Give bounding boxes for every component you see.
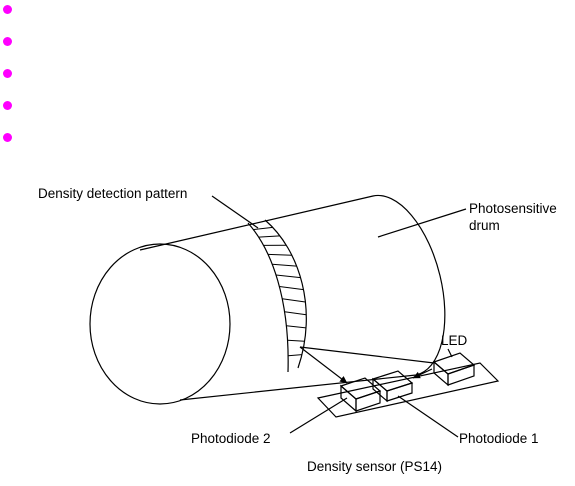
led-label: LED xyxy=(441,333,468,348)
sensor-caption: Density sensor (PS14) xyxy=(307,459,442,474)
led-leader xyxy=(447,348,453,358)
pattern-stripe xyxy=(275,274,301,279)
reflection-arrow xyxy=(299,346,348,384)
pattern-leader xyxy=(211,195,259,229)
drum-label-line2: drum xyxy=(469,218,500,233)
bullet-dot xyxy=(3,37,12,46)
photodiode-2-box xyxy=(339,377,382,413)
pattern-left-edge xyxy=(247,222,289,373)
photodiode-1-label: Photodiode 1 xyxy=(459,431,539,446)
pattern-stripe xyxy=(272,263,297,267)
pattern-stripe xyxy=(258,235,280,238)
pattern-stripe xyxy=(267,253,292,256)
pattern-stripe xyxy=(284,311,307,316)
photodiode-1-leader xyxy=(397,395,459,438)
light-paths xyxy=(299,346,435,384)
photodiode-2-leader xyxy=(289,397,348,434)
bullet-dot xyxy=(3,5,12,14)
led-to-photodiode-1-arrow xyxy=(412,368,433,379)
drum-label-line1: Photosensitive xyxy=(469,201,557,216)
sensor-board-plate xyxy=(316,362,500,418)
bullet-dot xyxy=(3,133,12,142)
density-detection-pattern xyxy=(247,219,307,373)
drum-leader xyxy=(377,208,467,238)
pattern-stripe xyxy=(253,226,273,231)
pattern-stripe xyxy=(287,339,305,342)
photosensitive-drum xyxy=(89,194,446,405)
pattern-stripe xyxy=(282,298,306,303)
bullet-dot xyxy=(3,101,12,110)
bullet-dot xyxy=(3,69,12,78)
pattern-stripe xyxy=(286,325,307,329)
density-sensor-board xyxy=(316,352,500,418)
drum-end-face xyxy=(89,243,231,405)
pattern-right-edge xyxy=(264,219,307,369)
leader-lines xyxy=(211,195,467,438)
pattern-stripes xyxy=(253,226,307,357)
photodiode-2-label: Photodiode 2 xyxy=(191,431,271,446)
drum-body xyxy=(139,194,446,401)
bullet-list xyxy=(0,0,575,160)
pattern-stripe xyxy=(288,354,303,357)
pattern-label: Density detection pattern xyxy=(38,186,187,201)
led-beam-line xyxy=(299,346,435,364)
pattern-stripe xyxy=(279,286,304,291)
